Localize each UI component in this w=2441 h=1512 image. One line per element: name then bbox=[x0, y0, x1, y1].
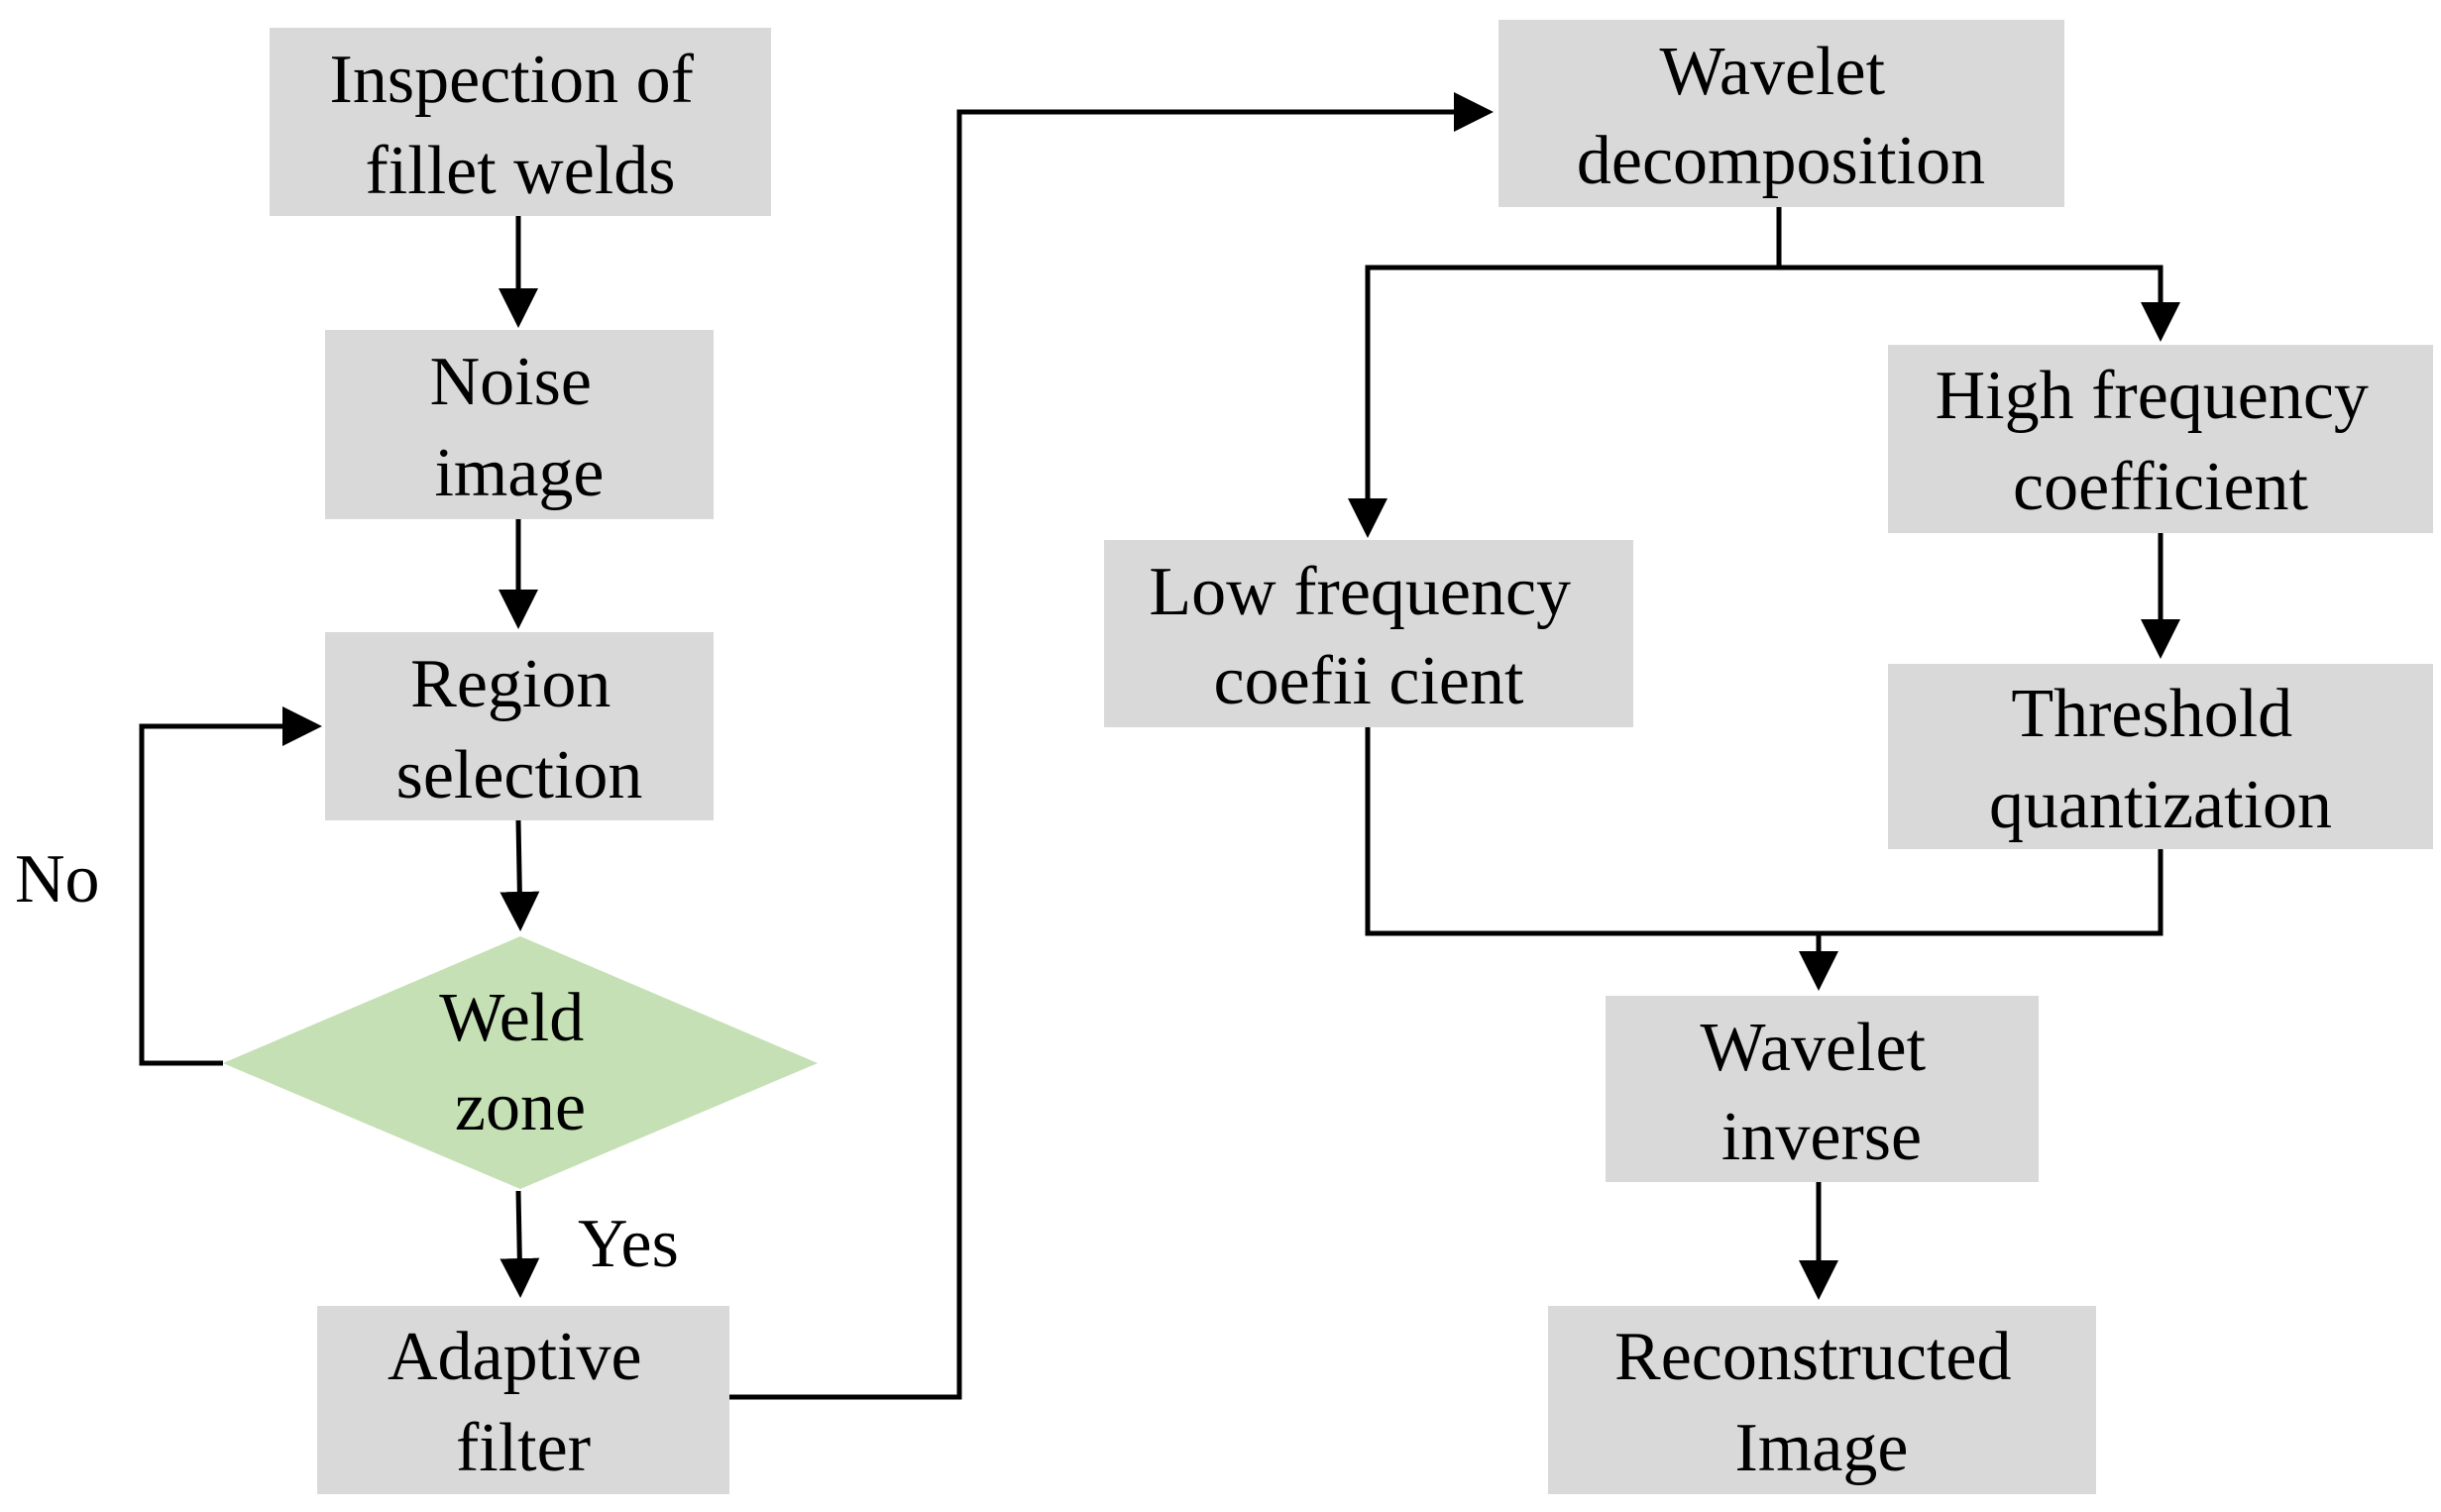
node-decomp-line-2: decomposition bbox=[1577, 123, 1985, 199]
node-region-selection: Region selection bbox=[325, 632, 714, 820]
node-inspection-line-2: fillet welds bbox=[366, 133, 676, 209]
node-adaptive-line-2: filter bbox=[456, 1410, 591, 1486]
node-weld-line-1: Weld bbox=[439, 980, 584, 1056]
node-weld-zone-decision: Weld zone bbox=[223, 936, 818, 1189]
node-high-frequency-coefficient: High frequency coefficient bbox=[1888, 345, 2433, 533]
svg-text:Threshold quantization: Threshold quantization bbox=[1989, 676, 2332, 843]
svg-text:Noise image: Noise image bbox=[430, 344, 610, 511]
node-adaptive-filter: Adaptive filter bbox=[317, 1306, 729, 1494]
node-threshold-quantization: Threshold quantization bbox=[1888, 664, 2433, 849]
edge-threshold-merge bbox=[1819, 849, 2164, 936]
node-reconstructed-image: Reconstructed Image bbox=[1548, 1306, 2096, 1494]
edge-adaptive-to-wavelet-decomp bbox=[725, 92, 1494, 1400]
node-inspection-line-1: Inspection of bbox=[330, 42, 695, 118]
svg-text:Low frequency coefii cie: Low frequency coefii cient bbox=[1149, 554, 1588, 719]
svg-text:Region selection: Region selection bbox=[396, 646, 643, 813]
edge-label-no: No bbox=[15, 841, 100, 918]
svg-text:Adaptive filter: Adaptive filter bbox=[388, 1319, 659, 1486]
node-weld-line-2: zone bbox=[455, 1069, 586, 1145]
node-inspection: Inspection of fillet welds bbox=[270, 28, 771, 216]
edge-decomp-to-low bbox=[1348, 265, 1779, 538]
node-wavelet-inverse: Wavelet inverse bbox=[1606, 996, 2039, 1182]
edge-region-to-weld bbox=[499, 819, 540, 931]
svg-text:Wavelet decomposition: Wavelet decomposition bbox=[1577, 34, 1985, 199]
edge-weld-no-loop bbox=[139, 706, 322, 1066]
svg-text:Reconstructed Image: Reconstructed Image bbox=[1614, 1319, 2029, 1486]
svg-text:High frequency coefficie: High frequency coefficient bbox=[1936, 358, 2386, 525]
node-noise-line-1: Noise bbox=[430, 344, 592, 420]
node-low-line-2: coefii cient bbox=[1214, 643, 1524, 719]
svg-text:Inspection of fillet wel: Inspection of fillet welds bbox=[330, 42, 712, 209]
svg-text:Wavelet inverse: Wavelet inverse bbox=[1700, 1010, 1942, 1175]
node-reconstructed-line-1: Reconstructed bbox=[1614, 1319, 2011, 1395]
node-high-line-2: coefficient bbox=[2013, 449, 2309, 525]
edge-low-merge bbox=[1365, 727, 1819, 936]
node-inverse-line-1: Wavelet bbox=[1700, 1010, 1926, 1086]
node-low-line-1: Low frequency bbox=[1149, 554, 1571, 630]
svg-text:Weld zone: Weld zone bbox=[439, 980, 601, 1145]
node-noise-image: Noise image bbox=[325, 330, 714, 519]
node-adaptive-line-1: Adaptive bbox=[388, 1319, 642, 1395]
edge-decomp-to-high bbox=[1779, 265, 2180, 342]
node-high-line-1: High frequency bbox=[1936, 358, 2369, 434]
node-threshold-line-2: quantization bbox=[1989, 767, 2332, 843]
node-decomp-line-1: Wavelet bbox=[1659, 34, 1885, 110]
edge-weld-to-adaptive bbox=[499, 1190, 540, 1298]
node-reconstructed-line-2: Image bbox=[1735, 1410, 1909, 1486]
node-region-line-1: Region bbox=[410, 646, 610, 722]
edge-label-yes: Yes bbox=[578, 1206, 679, 1282]
node-threshold-line-1: Threshold bbox=[2011, 676, 2292, 752]
node-inverse-line-2: inverse bbox=[1721, 1099, 1922, 1175]
node-region-line-2: selection bbox=[396, 737, 643, 813]
node-noise-line-2: image bbox=[434, 435, 604, 511]
node-low-frequency-coefficient: Low frequency coefii cient bbox=[1104, 540, 1633, 727]
node-wavelet-decomposition: Wavelet decomposition bbox=[1498, 20, 2064, 207]
